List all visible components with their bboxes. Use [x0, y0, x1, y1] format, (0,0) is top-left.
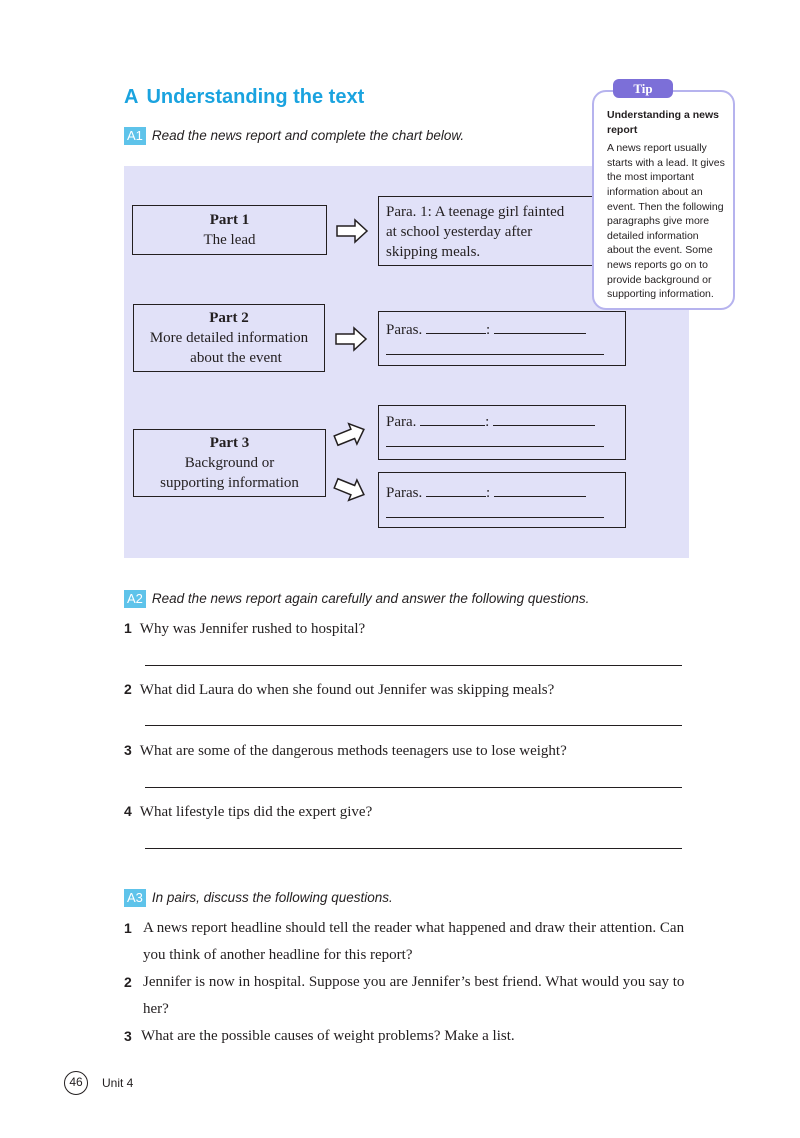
a2-instruction-row: A2 Read the news report again carefully a…	[124, 590, 589, 608]
a3-question-3: 3 What are the possible causes of weight…	[124, 1023, 704, 1050]
para-label: Para.	[386, 414, 417, 430]
colon: :	[485, 414, 490, 430]
question-number: 4	[124, 803, 132, 819]
part2-title: Part 2	[209, 310, 249, 326]
a1-badge: A1	[124, 127, 146, 145]
part1-answer-line-3: skipping meals.	[386, 244, 481, 260]
question-number: 1	[124, 920, 132, 936]
colon: :	[486, 485, 491, 501]
blank-input[interactable]	[493, 411, 596, 426]
answer-line[interactable]	[145, 725, 682, 726]
a3-instruction-row: A3 In pairs, discuss the following questi…	[124, 889, 393, 907]
page-number: 46	[64, 1071, 88, 1095]
blank-input[interactable]	[426, 482, 486, 497]
part1-line: The lead	[203, 232, 256, 248]
question-number: 3	[124, 1028, 132, 1044]
answer-line[interactable]	[145, 848, 682, 849]
blank-input[interactable]	[386, 340, 604, 355]
section-letter: A	[124, 86, 139, 108]
question-text: Jennifer is now in hospital. Suppose you…	[143, 974, 685, 1017]
question-text: Why was Jennifer rushed to hospital?	[139, 621, 366, 637]
tip-heading: Understanding a news report	[607, 109, 720, 136]
unit-label: Unit 4	[102, 1076, 134, 1090]
question-text: What are some of the dangerous methods t…	[139, 743, 567, 759]
question-text: What are the possible causes of weight p…	[141, 1028, 515, 1044]
part3-answer-box-2: Paras. :	[378, 472, 626, 528]
part3-title: Part 3	[209, 435, 250, 451]
part2-answer-box: Paras. :	[378, 311, 626, 366]
arrow-up-right-icon	[333, 422, 365, 447]
a1-instruction: Read the news report and complete the ch…	[151, 128, 465, 143]
paras-label: Paras.	[386, 322, 423, 338]
question-number: 2	[124, 974, 132, 990]
tip-card: Understanding a news report A news repor…	[592, 90, 735, 310]
part2-line-2: about the event	[190, 350, 282, 366]
a3-badge: A3	[124, 889, 146, 907]
a2-question-2: 2 What did Laura do when she found out Je…	[124, 681, 554, 699]
question-text: A news report headline should tell the r…	[143, 920, 685, 963]
tip-tab: Tip	[613, 79, 673, 98]
section-title: A Understanding the text	[124, 86, 364, 109]
arrow-right-icon	[335, 326, 368, 352]
a3-question-2: 2 Jennifer is now in hospital. Suppose y…	[124, 969, 704, 1023]
blank-input[interactable]	[493, 319, 586, 334]
part3-line-2: supporting information	[160, 475, 299, 491]
question-number: 3	[124, 742, 132, 758]
part2-box: Part 2 More detailed information about t…	[133, 304, 325, 372]
blank-input[interactable]	[386, 503, 604, 518]
part1-title: Part 1	[209, 212, 250, 228]
a2-question-3: 3 What are some of the dangerous methods …	[124, 742, 567, 760]
colon: :	[486, 322, 491, 338]
question-number: 1	[124, 620, 132, 636]
blank-input[interactable]	[420, 411, 486, 426]
answer-line[interactable]	[145, 665, 682, 666]
question-text: What lifestyle tips did the expert give?	[139, 804, 373, 820]
a2-question-4: 4 What lifestyle tips did the expert give…	[124, 803, 372, 821]
part1-answer-line-1: Para. 1: A teenage girl fainted	[386, 204, 565, 220]
question-text: What did Laura do when she found out Jen…	[139, 682, 555, 698]
blank-input[interactable]	[386, 432, 604, 447]
part3-answer-box-1: Para. :	[378, 405, 626, 460]
a3-question-1: 1 A news report headline should tell the…	[124, 915, 704, 969]
blank-input[interactable]	[426, 319, 486, 334]
paras-label: Paras.	[386, 485, 423, 501]
part1-answer-box: Para. 1: A teenage girl fainted at schoo…	[378, 196, 602, 266]
a1-instruction-row: A1 Read the news report and complete the …	[124, 127, 464, 145]
arrow-down-right-icon	[333, 477, 365, 502]
a3-instruction: In pairs, discuss the following question…	[151, 890, 393, 905]
part3-box: Part 3 Background or supporting informat…	[133, 429, 326, 497]
arrow-right-icon	[336, 218, 369, 244]
a2-question-1: 1 Why was Jennifer rushed to hospital?	[124, 620, 365, 638]
tip-body: A news report usually starts with a lead…	[607, 142, 725, 301]
question-number: 2	[124, 681, 132, 697]
a2-instruction: Read the news report again carefully and…	[151, 591, 590, 606]
a2-badge: A2	[124, 590, 146, 608]
blank-input[interactable]	[493, 482, 586, 497]
part1-box: Part 1 The lead	[132, 205, 327, 255]
answer-line[interactable]	[145, 787, 682, 788]
section-title-text: Understanding the text	[146, 86, 365, 108]
part2-line-1: More detailed information	[149, 330, 309, 346]
part3-line-1: Background or	[184, 455, 275, 471]
part1-answer-line-2: at school yesterday after	[386, 224, 533, 240]
